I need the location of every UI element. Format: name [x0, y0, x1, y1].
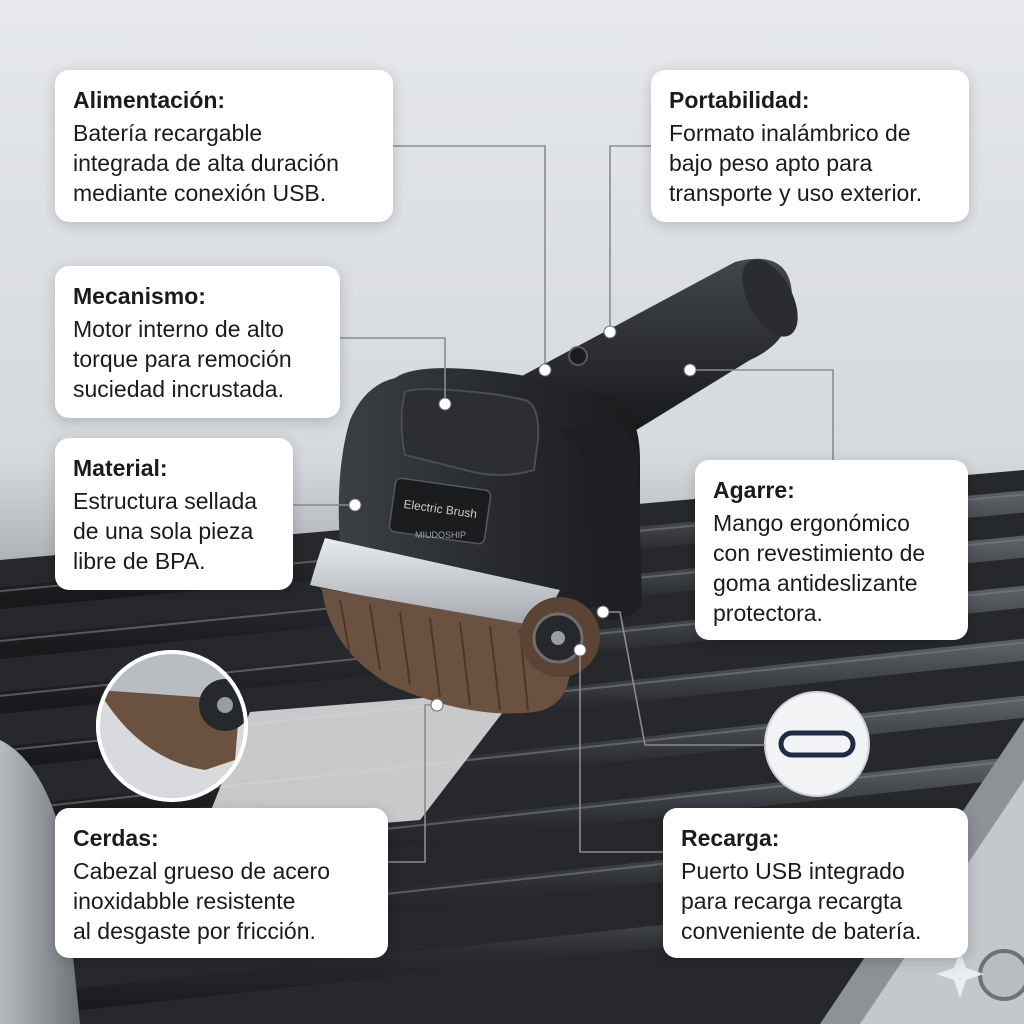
- callout-line: libre de BPA.: [73, 548, 206, 574]
- callout-title: Recarga:: [681, 825, 780, 851]
- callout-line: transporte y uso exterior.: [669, 180, 923, 206]
- callout-line: bajo peso apto para: [669, 150, 873, 176]
- callout-line: al desgaste por fricción.: [73, 918, 316, 944]
- callout-title: Portabilidad:: [669, 87, 810, 113]
- callout-line: Cabezal grueso de acero: [73, 858, 330, 884]
- callout-line: suciedad incrustada.: [73, 376, 284, 402]
- callout-recarga: Recarga: Puerto USB integrado para recar…: [663, 808, 968, 958]
- callout-title: Material:: [73, 455, 168, 481]
- callout-line: Batería recargable: [73, 120, 263, 146]
- callout-title: Mecanismo:: [73, 283, 206, 309]
- callout-cerdas: Cerdas: Cabezal grueso de acero inoxidab…: [55, 808, 388, 958]
- sparkle-icon: [936, 950, 984, 998]
- callout-line: Puerto USB integrado: [681, 858, 905, 884]
- callout-line: Mango ergonómico: [713, 510, 910, 536]
- callout-line: para recarga recargta: [681, 888, 903, 914]
- callout-line: mediante conexión USB.: [73, 180, 327, 206]
- callout-title: Agarre:: [713, 477, 795, 503]
- brush-device: Electric Brush MIUDOSHIP: [310, 258, 798, 714]
- callout-line: Estructura sellada: [73, 488, 258, 514]
- usb-c-port-icon: [764, 691, 870, 797]
- bristle-detail-inset: [96, 650, 248, 802]
- callout-line: conveniente de batería.: [681, 918, 922, 944]
- callout-line: Formato inalámbrico de: [669, 120, 911, 146]
- callout-title: Alimentación:: [73, 87, 226, 113]
- callout-portabilidad: Portabilidad: Formato inalámbrico de baj…: [651, 70, 969, 222]
- callout-line: con revestimiento de: [713, 540, 926, 566]
- callout-material: Material: Estructura sellada de una sola…: [55, 438, 293, 590]
- callout-line: protectora.: [713, 600, 823, 626]
- callout-title: Cerdas:: [73, 825, 159, 851]
- callout-line: torque para remoción: [73, 346, 292, 372]
- device-brand: MIUDOSHIP: [415, 530, 466, 540]
- callout-line: inoxidabble resistente: [73, 888, 296, 914]
- callout-agarre: Agarre: Mango ergonómico con revestimien…: [695, 460, 968, 640]
- callout-mecanismo: Mecanismo: Motor interno de alto torque …: [55, 266, 340, 418]
- callout-alimentacion: Alimentación: Batería recargable integra…: [55, 70, 393, 222]
- callout-line: de una sola pieza: [73, 518, 254, 544]
- callout-line: Motor interno de alto: [73, 316, 284, 342]
- callout-line: integrada de alta duración: [73, 150, 339, 176]
- callout-line: goma antideslizante: [713, 570, 918, 596]
- leader-dots: [348, 325, 697, 712]
